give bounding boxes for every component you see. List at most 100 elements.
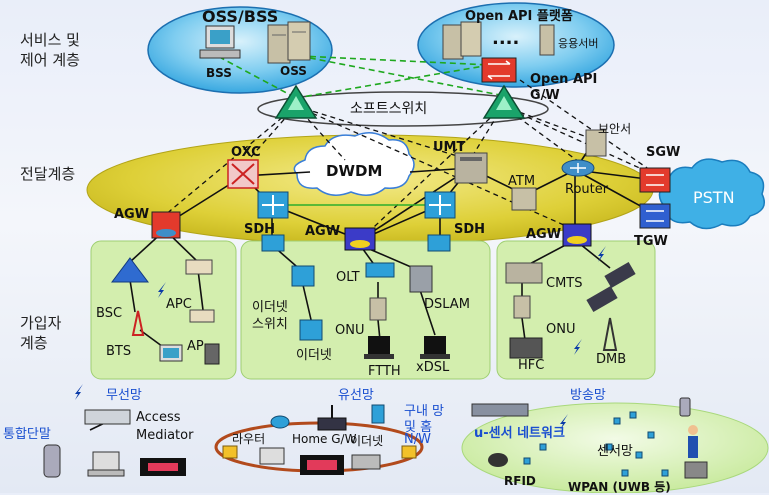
- softswitch-ring: [257, 91, 549, 127]
- layer-transport: 전달계층: [20, 165, 76, 183]
- onu-icon-wired: [369, 297, 387, 321]
- ethernet-switch-line1: 이더넷: [252, 300, 288, 315]
- atm-label: ATM: [508, 174, 536, 189]
- ap-device-icon: [189, 309, 215, 323]
- camera-icon: [684, 461, 708, 479]
- softswitch-icon-left: [274, 84, 318, 119]
- olt-label: OLT: [336, 270, 360, 285]
- sdh-icon-right-top: [424, 191, 456, 219]
- home-router-icon: [270, 415, 290, 429]
- pda-icon-wireless: [204, 343, 220, 365]
- mobile-icon-right: [679, 397, 691, 417]
- cmts-icon: [505, 262, 543, 284]
- rfid-label: RFID: [504, 474, 536, 488]
- home-display-icon: [300, 455, 344, 475]
- dslam-icon: [409, 265, 433, 293]
- ethernet-switch-line2: 스위치: [252, 317, 288, 332]
- app-server-icon-1: [442, 21, 482, 60]
- sdh-label-right: SDH: [454, 222, 486, 237]
- bts-antenna-icon: [131, 310, 145, 336]
- agw-label-right: AGW: [526, 227, 562, 242]
- agw-icon-right: [562, 223, 592, 247]
- agw-icon-left: [151, 211, 181, 239]
- layer-service-line1: 서비스 및: [20, 31, 80, 49]
- home-nw-switch-icon: [371, 404, 385, 424]
- person-icon: [688, 425, 698, 458]
- open-api-gw-line1: Open API: [530, 72, 598, 87]
- home-printer-icon: [351, 454, 381, 470]
- layer-service-line2: 제어 계층: [20, 51, 80, 69]
- tgw-label: TGW: [634, 234, 668, 249]
- home-hub-icons: [222, 445, 417, 459]
- dmb-tower-icon: [602, 317, 618, 351]
- sensor-nodes: [523, 411, 669, 477]
- umt-label: UMT: [433, 140, 466, 155]
- sdh-label-left: SDH: [244, 222, 276, 237]
- home-gw-label: Home G/W: [292, 432, 357, 446]
- usn-label: u-센서 네트워크: [474, 426, 565, 441]
- agw-icon-center: [344, 227, 376, 251]
- dwdm-label: DWDM: [326, 162, 383, 180]
- oxc-icon: [227, 159, 259, 189]
- xdsl-pc-icon: [420, 336, 450, 359]
- pc-icon-terminal: [87, 451, 125, 477]
- integrated-terminal-label: 통합단말: [3, 427, 51, 442]
- access-mediator-icon: [84, 409, 131, 425]
- access-mediator-line2: Mediator: [136, 428, 194, 443]
- umt-server-icon: [454, 152, 488, 184]
- sdh-icon-right: [427, 234, 451, 252]
- onu-icon-broadcast: [513, 295, 531, 319]
- pstn-cloud: [658, 158, 765, 230]
- phone-icon-terminal: [43, 444, 61, 478]
- home-pc-icon: [259, 447, 285, 465]
- sdh-icon-left: [261, 234, 285, 252]
- agw-label-center: AGW: [305, 224, 341, 239]
- app-server-label: 응용서버: [558, 37, 599, 50]
- home-nw-line1: 구내 망: [404, 404, 445, 419]
- cmts-label: CMTS: [546, 276, 583, 291]
- ethernet-switch-icon-bottom: [299, 319, 323, 341]
- dwdm-cloud: [293, 132, 415, 196]
- open-api-gw-line2: G/W: [530, 88, 560, 103]
- hfc-label: HFC: [518, 358, 545, 373]
- broadcast-net-label: 방송망: [570, 388, 606, 403]
- bss-computer-icon: [199, 25, 241, 59]
- home-gw-icon: [317, 405, 347, 431]
- bsc-label: BSC: [96, 306, 123, 321]
- softswitch-icon-right: [482, 84, 526, 119]
- wpan-label: WPAN (UWB 등): [568, 480, 671, 494]
- home-nw-line3: N/W: [404, 432, 431, 447]
- oss-server-icon: [267, 21, 311, 64]
- router-icon: [561, 159, 595, 177]
- bss-label: BSS: [206, 66, 232, 80]
- sdh-icon-left-top: [257, 191, 289, 219]
- hfc-tv-icon: [509, 337, 543, 359]
- pc-icon-wireless: [159, 344, 183, 362]
- security-server-icon: [585, 129, 607, 157]
- atm-switch-icon: [511, 187, 537, 211]
- usn-gateway-icon: [471, 403, 529, 417]
- rfid-reader-icon: [488, 453, 508, 467]
- security-server-label: 보안서: [598, 122, 632, 136]
- wireless-net-label: 무선망: [106, 388, 142, 403]
- sgw-label: SGW: [646, 145, 681, 160]
- layer-access-line1: 가입자: [20, 314, 62, 332]
- apc-label: APC: [166, 297, 192, 312]
- softswitch-label: 소프트스위치: [350, 101, 428, 117]
- ap-label: AP: [187, 339, 204, 354]
- olt-icon: [365, 262, 395, 278]
- app-server-icon-2: [539, 24, 555, 56]
- layer-access-line2: 계층: [20, 334, 48, 352]
- ftth-pc-icon: [364, 336, 394, 359]
- ethernet-label: 이더넷: [296, 348, 332, 363]
- home-nw-line2: 및 홈: [404, 420, 433, 435]
- sensor-net-label: 센서망: [597, 444, 633, 459]
- open-api-gw-icon: [481, 57, 517, 83]
- dmb-label: DMB: [596, 352, 627, 367]
- sgw-icon: [639, 167, 671, 193]
- bsc-icon: [111, 257, 149, 283]
- oss-bss-title: OSS/BSS: [202, 7, 279, 26]
- pstn-label: PSTN: [693, 188, 735, 207]
- wireless-signal-icons: [75, 246, 606, 430]
